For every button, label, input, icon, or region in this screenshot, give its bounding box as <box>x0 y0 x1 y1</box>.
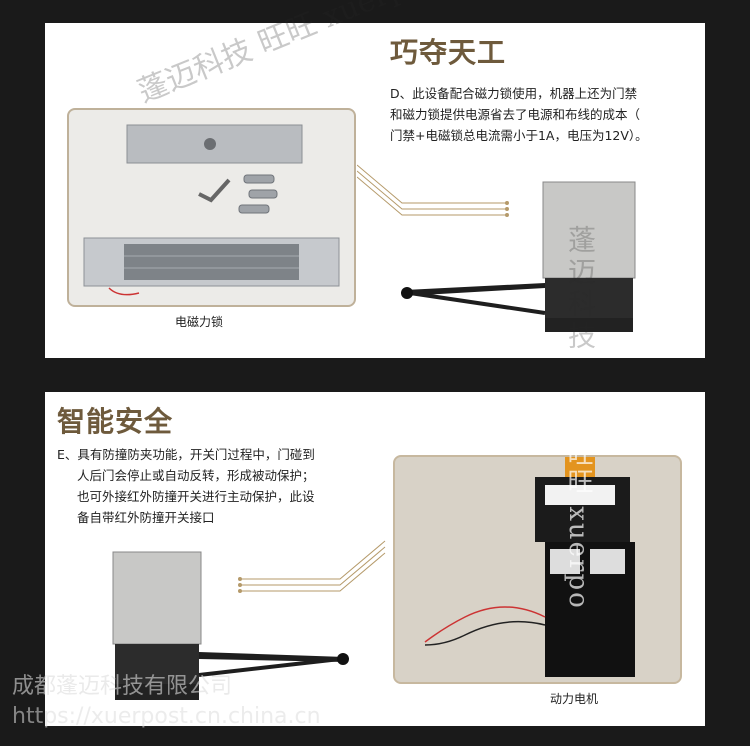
top-desc-line-2: 和磁力锁提供电源省去了电源和布线的成本（ <box>390 107 641 122</box>
motor-illustration <box>424 437 635 677</box>
bottom-desc-line-2: 人后门会停止或自动反转，形成被动保护； <box>77 468 315 483</box>
bottom-feature-title: 智能安全 <box>57 405 174 438</box>
motor-caption: 动力电机 <box>550 692 599 706</box>
door-operator-device-2 <box>112 551 349 700</box>
bottom-connector-lines <box>238 540 386 593</box>
bottom-feature-panel: 智能安全 E、具有防撞防夹功能，开关门过程中，门碰到 人后门会停止或自动反转，形… <box>45 392 705 726</box>
top-feature-title: 巧夺天工 <box>390 36 507 69</box>
door-operator-device <box>401 181 636 332</box>
top-desc-line-1: D、此设备配合磁力锁使用，机器上还为门禁 <box>390 86 638 101</box>
bottom-desc-line-3: 也可外接红外防撞开关进行主动保护，此设 <box>77 489 315 504</box>
bottom-desc-line-4: 备自带红外防撞开关接口 <box>77 510 215 525</box>
motor-photo <box>393 437 682 684</box>
lock-caption: 电磁力锁 <box>175 315 224 329</box>
top-feature-description: D、此设备配合磁力锁使用，机器上还为门禁 和磁力锁提供电源省去了电源和布线的成本… <box>390 83 700 146</box>
bottom-desc-line-1: E、具有防撞防夹功能，开关门过程中，门碰到 <box>57 447 315 462</box>
top-feature-panel: 巧夺天工 D、此设备配合磁力锁使用，机器上还为门禁 和磁力锁提供电源省去了电源和… <box>45 23 705 358</box>
bottom-feature-description: E、具有防撞防夹功能，开关门过程中，门碰到 人后门会停止或自动反转，形成被动保护… <box>57 444 377 528</box>
top-connector-lines <box>357 164 509 217</box>
magnetic-lock-photo <box>67 108 356 307</box>
top-desc-line-3: 门禁+电磁锁总电流需小于1A，电压为12V）。 <box>390 128 648 143</box>
magnetic-lock-illustration <box>83 124 340 296</box>
